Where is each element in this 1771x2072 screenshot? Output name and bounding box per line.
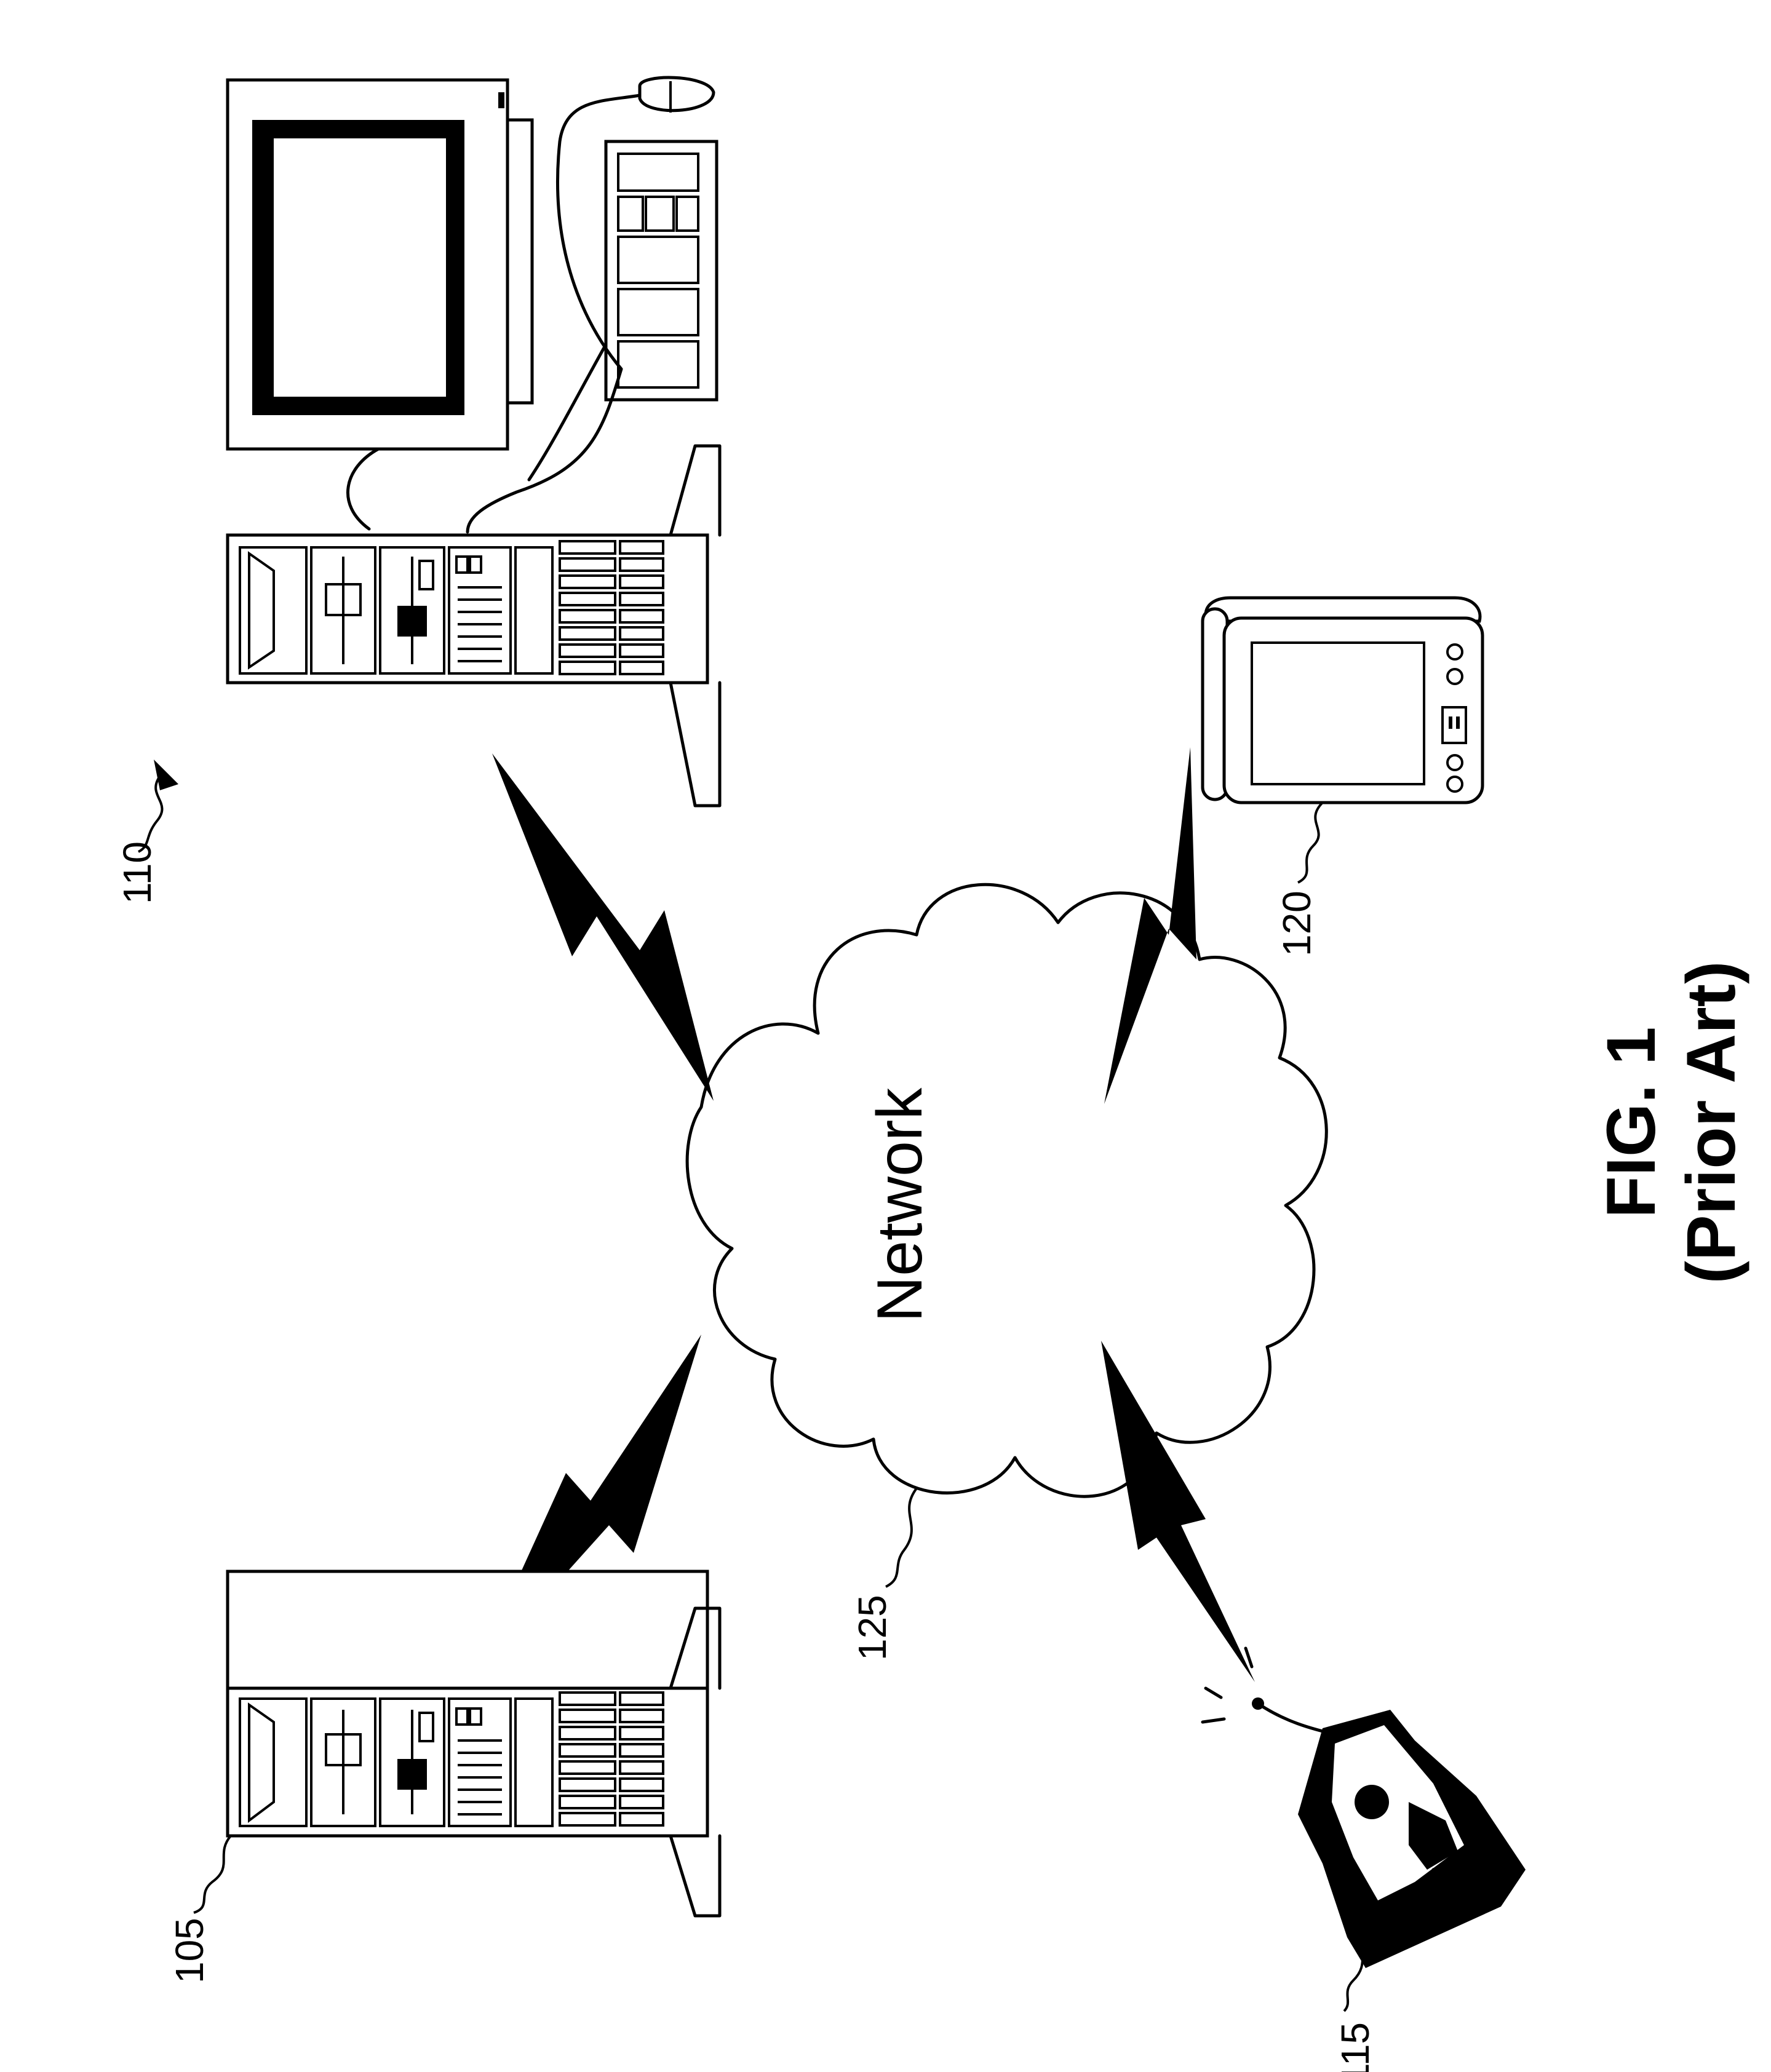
ref-label-115: 115	[1333, 2022, 1377, 2072]
lightning-link-110	[492, 753, 714, 1101]
network-label: Network	[864, 1087, 936, 1322]
mobile-phone-icon	[1203, 1648, 1526, 2011]
leader-105	[194, 1836, 231, 1913]
desktop-computer-icon	[138, 77, 720, 852]
figure-caption-line2: (Prior Art)	[1673, 961, 1749, 1284]
figure-caption-line1: FIG. 1	[1593, 1026, 1670, 1218]
ref-label-105: 105	[167, 1918, 212, 1983]
leader-125	[886, 1488, 917, 1587]
ref-label-120: 120	[1275, 891, 1319, 956]
pda-handheld-icon	[1203, 598, 1482, 883]
ref-label-125: 125	[850, 1595, 894, 1661]
network-cloud: Network	[687, 884, 1326, 1496]
lightning-link-115	[1101, 1341, 1255, 1682]
ref-label-110: 110	[115, 841, 159, 904]
lightning-link-120	[1104, 747, 1196, 1104]
